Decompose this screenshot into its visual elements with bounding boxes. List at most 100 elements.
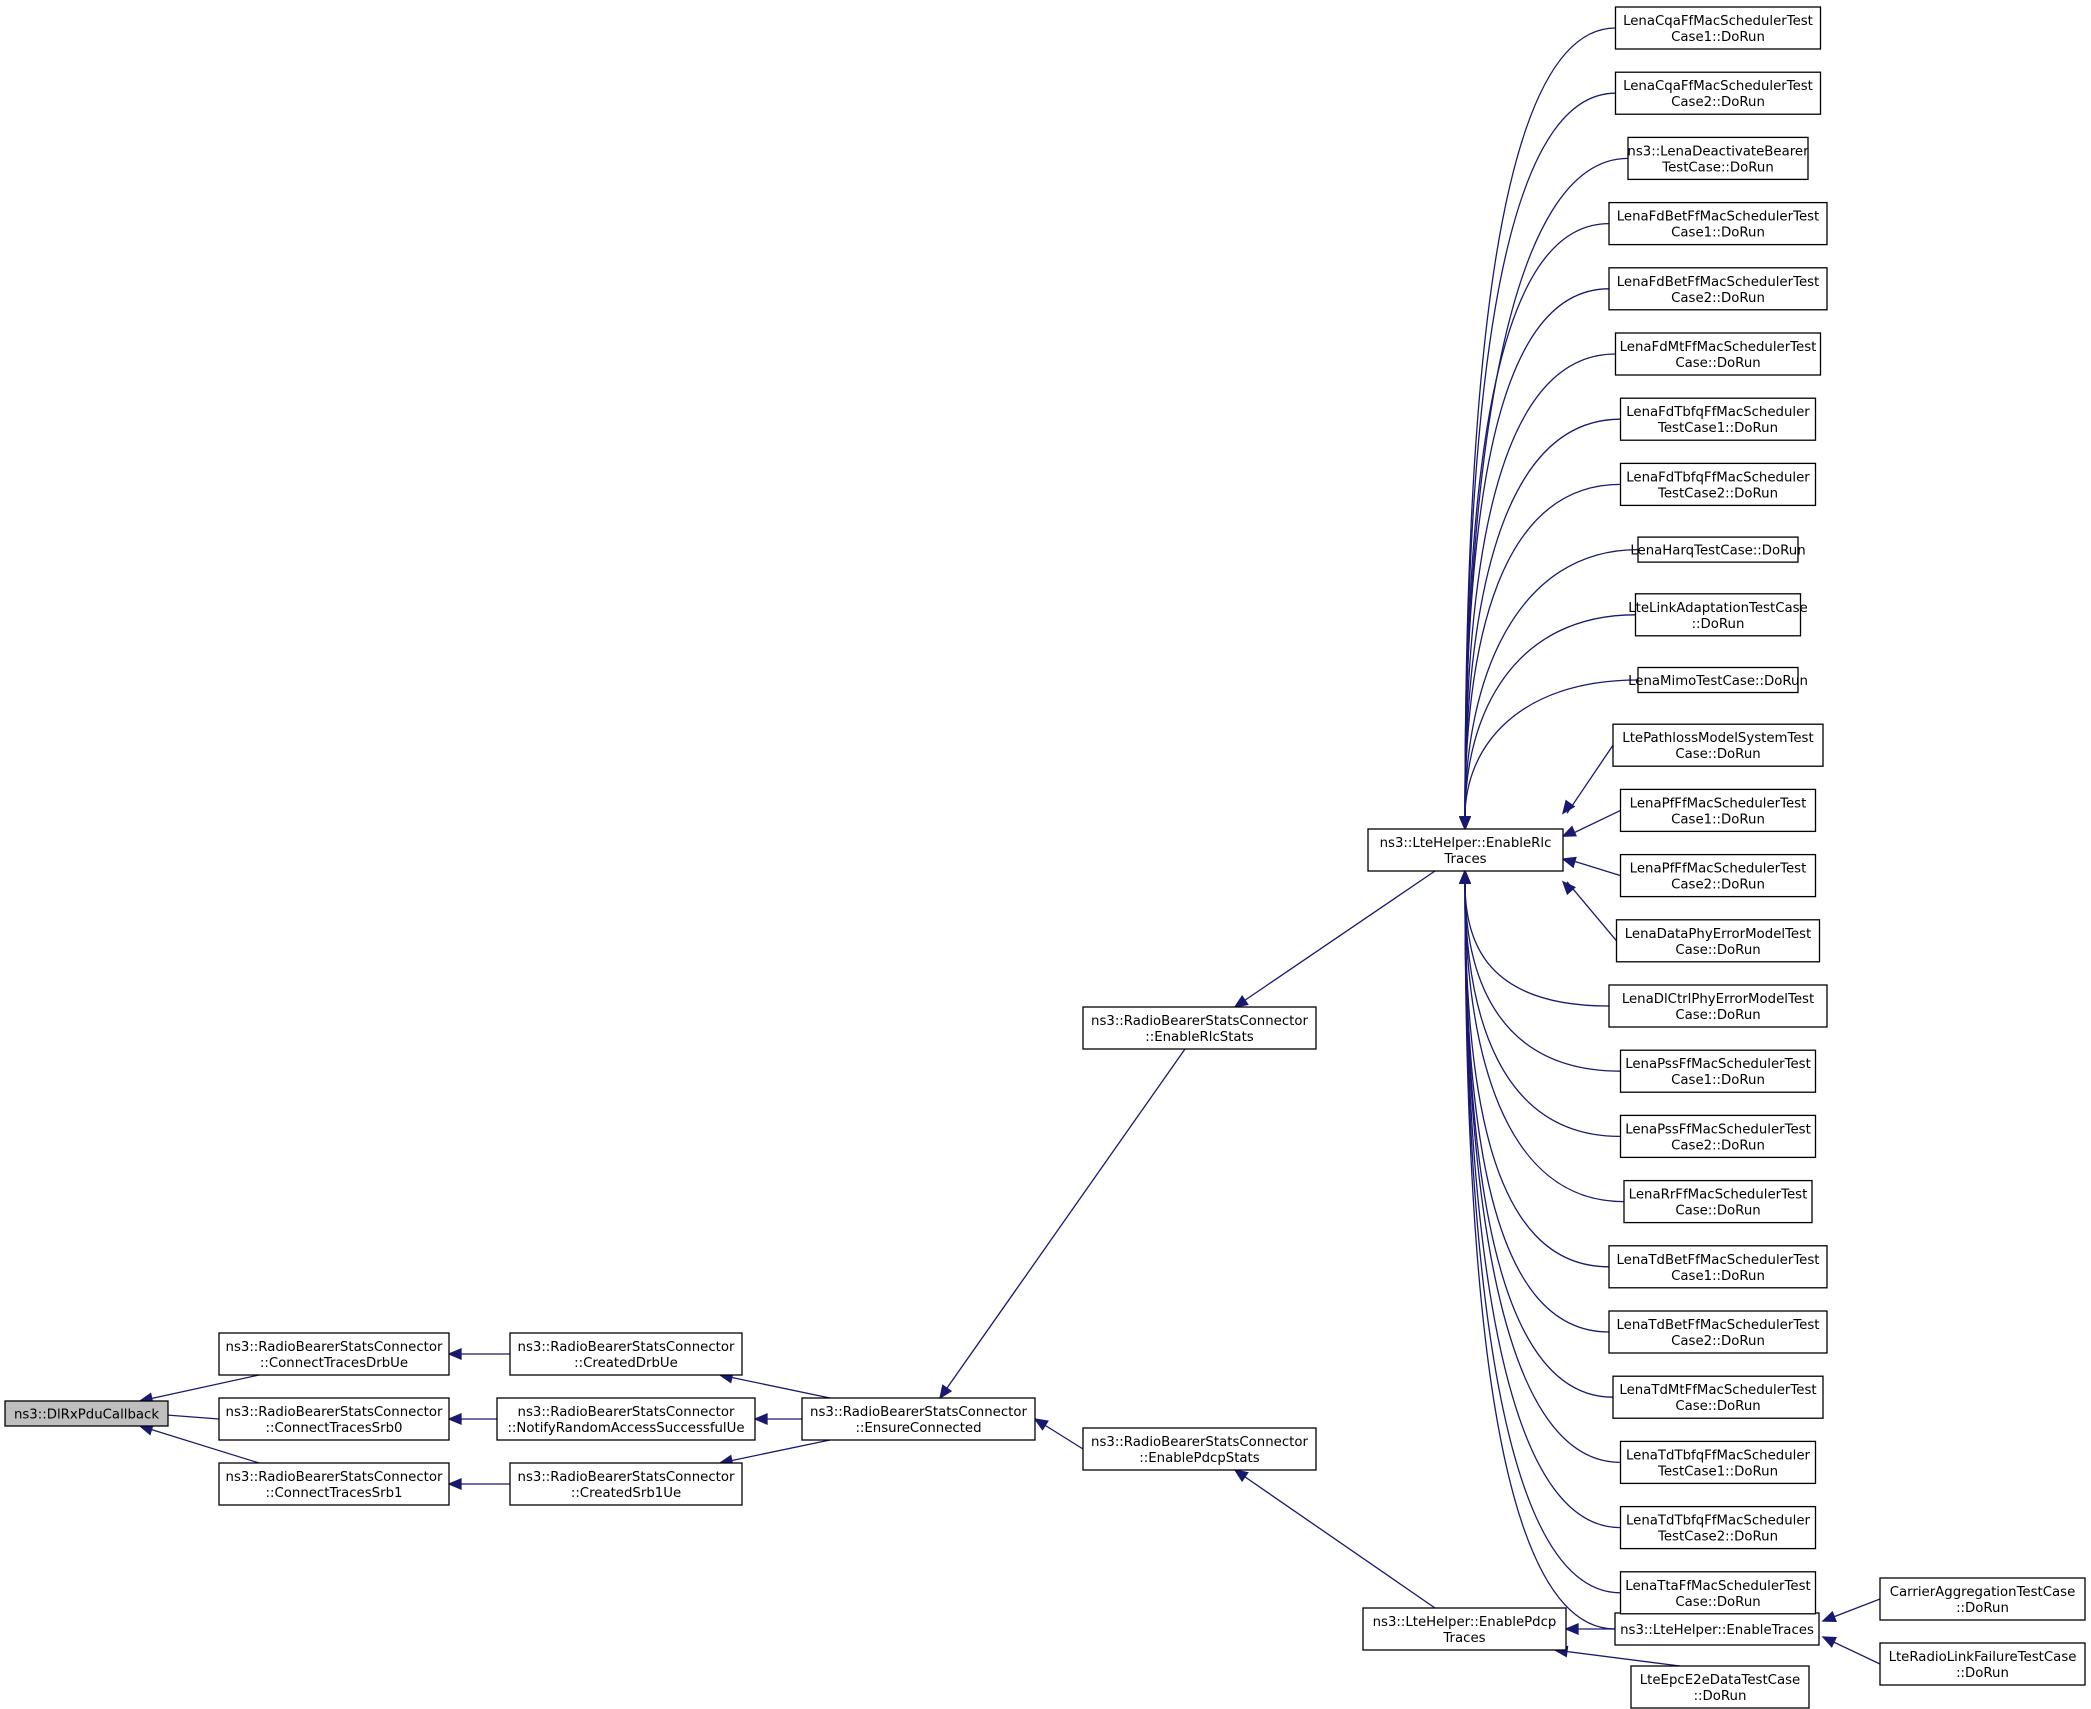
node-label: ns3::RadioBearerStatsConnector bbox=[1091, 1014, 1308, 1029]
node-label: LenaPssFfMacSchedulerTest bbox=[1625, 1057, 1811, 1072]
node-label: TestCase1::DoRun bbox=[1657, 421, 1778, 436]
node-label: LenaDlCtrlPhyErrorModelTest bbox=[1622, 992, 1814, 1007]
node-label: LenaFdMtFfMacSchedulerTest bbox=[1620, 340, 1817, 355]
edge-t10-to-rlctraces bbox=[1464, 679, 1639, 818]
node-label: LenaFdBetFfMacSchedulerTest bbox=[1617, 210, 1820, 225]
edge-traces-to-pdcptraces-arrowhead bbox=[1564, 1623, 1579, 1635]
node-label: LenaPfFfMacSchedulerTest bbox=[1630, 796, 1807, 811]
node-t8[interactable]: LenaHarqTestCase::DoRun bbox=[1630, 536, 1806, 563]
node-label: LenaHarqTestCase::DoRun bbox=[1630, 544, 1805, 559]
node-epce2e[interactable]: LteEpcE2eDataTestCase::DoRun bbox=[1630, 1665, 1810, 1709]
node-label: Case::DoRun bbox=[1675, 1595, 1760, 1610]
node-label: ::ConnectTracesSrb0 bbox=[266, 1421, 403, 1436]
node-label: ::CreatedDrbUe bbox=[574, 1356, 678, 1371]
node-label: Traces bbox=[1443, 852, 1486, 867]
node-cdrb[interactable]: ns3::RadioBearerStatsConnector::CreatedD… bbox=[509, 1332, 743, 1376]
node-label: LenaTdTbfqFfMacScheduler bbox=[1626, 1514, 1811, 1529]
node-box bbox=[1608, 1245, 1828, 1289]
node-label: Case::DoRun bbox=[1675, 1204, 1760, 1219]
node-nras[interactable]: ns3::RadioBearerStatsConnector::NotifyRa… bbox=[496, 1397, 756, 1441]
node-label: ns3::DlRxPduCallback bbox=[14, 1408, 159, 1423]
node-box bbox=[1619, 1571, 1817, 1615]
node-box bbox=[1879, 1642, 2086, 1686]
node-label: ns3::RadioBearerStatsConnector bbox=[226, 1405, 443, 1420]
edge-t23-to-rlctraces bbox=[1464, 882, 1621, 1529]
node-box bbox=[1619, 788, 1817, 833]
node-traces[interactable]: ns3::LteHelper::EnableTraces bbox=[1614, 1612, 1820, 1646]
node-label: ::DoRun bbox=[1692, 617, 1745, 632]
edge-rlcstats-to-ensure bbox=[939, 1048, 1186, 1399]
node-box bbox=[1879, 1577, 2086, 1621]
node-t9[interactable]: LteLinkAdaptationTestCase::DoRun bbox=[1628, 593, 1808, 637]
node-label: ::ConnectTracesSrb1 bbox=[266, 1486, 403, 1501]
node-label: Case2::DoRun bbox=[1671, 878, 1765, 893]
node-label: LenaTtaFfMacSchedulerTest bbox=[1625, 1579, 1810, 1594]
node-root[interactable]: ns3::DlRxPduCallback bbox=[4, 1400, 169, 1427]
node-label: Case1::DoRun bbox=[1671, 1073, 1765, 1088]
node-box bbox=[218, 1462, 450, 1506]
node-label: Case1::DoRun bbox=[1671, 1269, 1765, 1284]
node-rlf[interactable]: LteRadioLinkFailureTestCase::DoRun bbox=[1879, 1642, 2086, 1686]
edge-traces-to-rlctraces bbox=[1464, 882, 1616, 1630]
edge-ensure-to-cdrb bbox=[719, 1374, 831, 1399]
node-ctsrb0[interactable]: ns3::RadioBearerStatsConnector::ConnectT… bbox=[218, 1397, 450, 1441]
node-box bbox=[1627, 136, 1809, 181]
edge-layer bbox=[138, 27, 1881, 1667]
node-pdcpstats[interactable]: ns3::RadioBearerStatsConnector::EnablePd… bbox=[1082, 1427, 1317, 1471]
edge-t16-to-rlctraces bbox=[1464, 882, 1621, 1072]
node-label: LenaFdTbfqFfMacScheduler bbox=[1626, 470, 1810, 485]
node-box bbox=[1619, 853, 1817, 898]
node-label: ns3::RadioBearerStatsConnector bbox=[518, 1405, 735, 1420]
node-label: LenaPfFfMacSchedulerTest bbox=[1630, 862, 1807, 877]
edge-t24-to-rlctraces-arrowhead bbox=[1459, 869, 1471, 884]
node-box bbox=[1082, 1427, 1317, 1471]
node-t10[interactable]: LenaMimoTestCase::DoRun bbox=[1628, 666, 1808, 694]
edge-pdcptraces-to-pdcpstats bbox=[1234, 1469, 1436, 1609]
node-box bbox=[1619, 1505, 1817, 1550]
node-label: ::NotifyRandomAccessSuccessfulUe bbox=[507, 1421, 744, 1436]
edge-t11-to-rlctraces bbox=[1566, 744, 1614, 814]
node-box bbox=[1608, 267, 1828, 311]
node-box bbox=[1623, 1179, 1813, 1224]
node-ctdrb[interactable]: ns3::RadioBearerStatsConnector::ConnectT… bbox=[218, 1332, 450, 1376]
node-box bbox=[1612, 723, 1824, 767]
node-carrier[interactable]: CarrierAggregationTestCase::DoRun bbox=[1879, 1577, 2086, 1621]
edge-t14-to-rlctraces-arrowhead bbox=[1561, 880, 1576, 896]
node-label: ::DoRun bbox=[1694, 1689, 1747, 1704]
node-csrb1[interactable]: ns3::RadioBearerStatsConnector::CreatedS… bbox=[509, 1462, 743, 1506]
node-label: LenaFdBetFfMacSchedulerTest bbox=[1617, 275, 1820, 290]
edge-t6-to-rlctraces bbox=[1464, 418, 1621, 818]
edge-rlf-to-traces-arrowhead bbox=[1821, 1636, 1837, 1648]
node-rlcstats[interactable]: ns3::RadioBearerStatsConnector::EnableRl… bbox=[1082, 1006, 1317, 1050]
node-ctsrb1[interactable]: ns3::RadioBearerStatsConnector::ConnectT… bbox=[218, 1462, 450, 1506]
node-ensure[interactable]: ns3::RadioBearerStatsConnector::EnsureCo… bbox=[801, 1397, 1036, 1441]
node-label: LenaMimoTestCase::DoRun bbox=[1628, 674, 1808, 689]
node-box bbox=[496, 1397, 756, 1441]
node-box bbox=[1634, 593, 1802, 637]
edge-pdcptraces-to-pdcpstats-arrowhead bbox=[1233, 1469, 1249, 1483]
